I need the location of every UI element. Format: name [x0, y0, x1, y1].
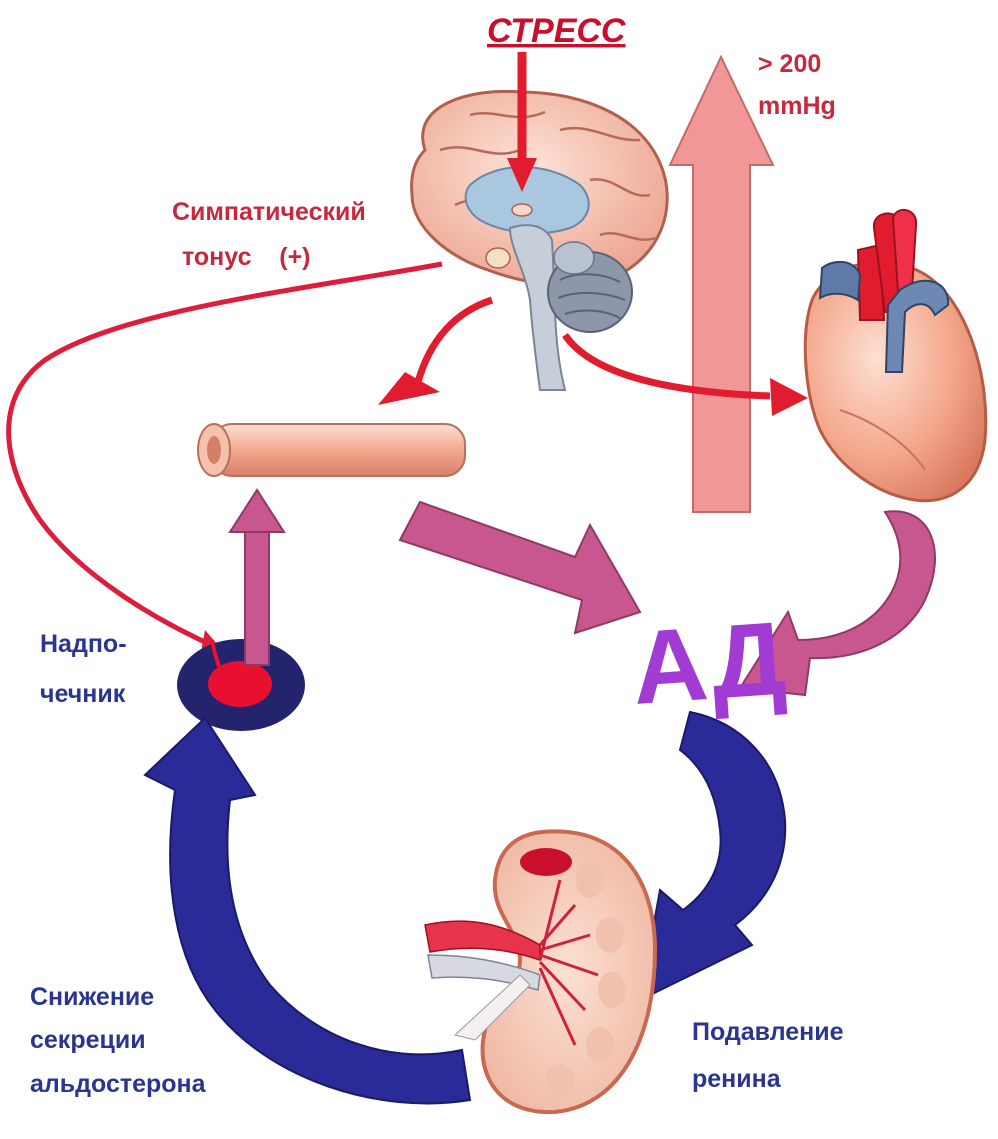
- adrenal-to-vessel-arrowhead: [230, 490, 284, 532]
- kidney-to-adrenal-arrow: [145, 718, 470, 1103]
- ad-to-kidney-arrow: [640, 712, 785, 1000]
- pressure-value-label: > 200: [758, 50, 821, 78]
- adrenal-to-vessel-arrow-shaft: [245, 530, 269, 665]
- sympathetic-tone-label-line2: тонус (+): [182, 243, 311, 271]
- aldosterone-label-line3: альдостерона: [30, 1070, 207, 1098]
- brain-to-heart-arrowhead: [770, 378, 808, 416]
- brain-to-vessel-arrowhead: [378, 372, 440, 405]
- adrenal-label-line1: Надпо-: [40, 630, 127, 658]
- pressure-up-arrow: [670, 57, 773, 512]
- renin-label-line1: Подавление: [692, 1018, 844, 1046]
- stress-label: СТРЕСС: [487, 12, 626, 50]
- brain-icon: [412, 91, 668, 390]
- vessel-to-ad-arrow: [400, 502, 640, 633]
- aldosterone-label-line1: Снижение: [30, 983, 154, 1011]
- blood-pressure-label: АД: [628, 600, 789, 726]
- aldosterone-label-line2: секреции: [30, 1026, 146, 1054]
- renin-label-line2: ренина: [692, 1065, 782, 1093]
- adrenal-gland-icon: [177, 639, 305, 731]
- blood-vessel-icon: [198, 424, 465, 476]
- sympathetic-tone-label-line1: Симпатический: [172, 198, 366, 226]
- pressure-unit-label: mmHg: [758, 92, 836, 120]
- brain-to-vessel-arrow: [418, 300, 492, 382]
- adrenal-label-line2: чечник: [40, 680, 126, 708]
- heart-icon: [805, 210, 985, 501]
